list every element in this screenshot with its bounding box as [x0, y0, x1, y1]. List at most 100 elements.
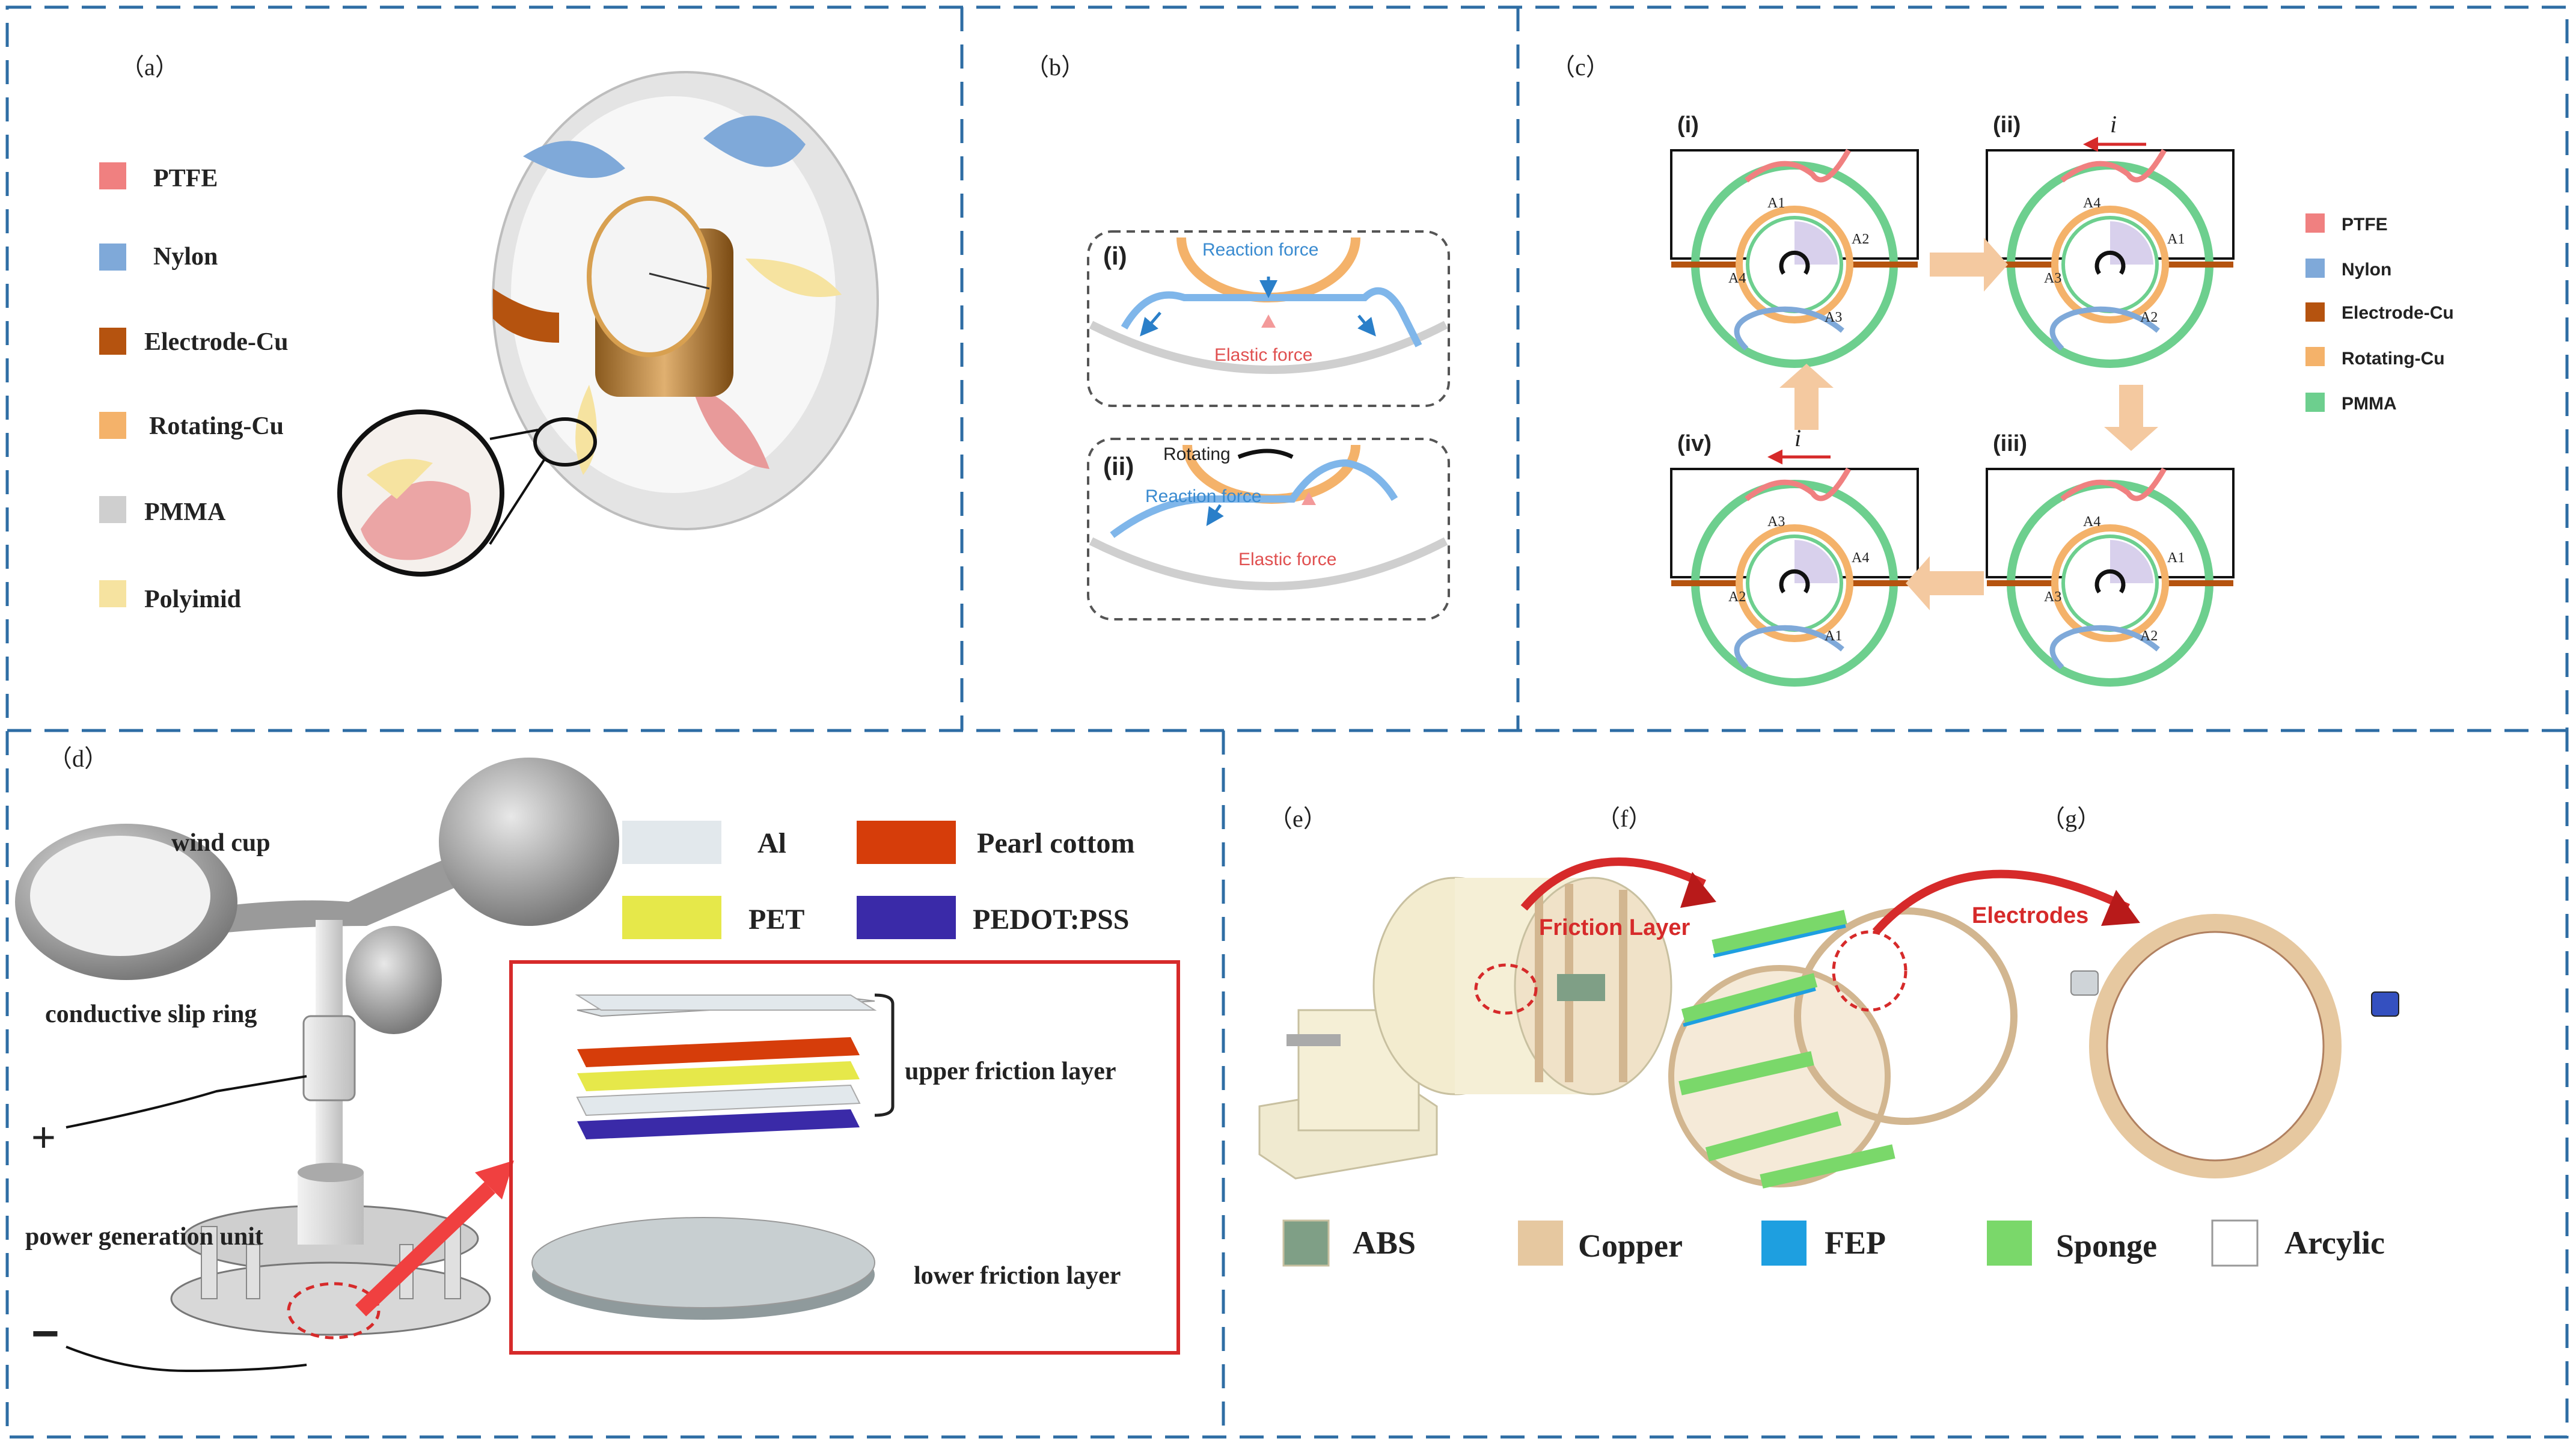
rotation-arrow-icon [1779, 569, 1810, 594]
panel-b-box-ii [1087, 438, 1450, 620]
efg-legend-swatch-fep [1761, 1221, 1807, 1266]
rotor-sector [1794, 540, 1838, 583]
legend-swatch-polyimid [99, 580, 126, 607]
reaction-force-label-ii: Reaction force [1145, 486, 1261, 506]
rotation-arrow-icon [1779, 250, 1810, 275]
legend-swatch-pmma [99, 496, 126, 523]
efg-legend-label-sponge: Sponge [2056, 1228, 2157, 1264]
friction-layer-cylinder-illustration [1668, 907, 2018, 1189]
arrow-f-to-g [1872, 869, 2131, 935]
panel-a-label: （a） [120, 54, 179, 81]
area-label: A4 [1728, 271, 1746, 286]
elastic-force-label-ii: Elastic force [1238, 550, 1336, 569]
arrow-iv-to-i [1779, 364, 1834, 430]
d-legend-label-pedot: PEDOT:PSS [973, 904, 1129, 936]
c-legend-label-nylon: Nylon [2342, 260, 2391, 280]
arrow-ii-to-iii [2104, 385, 2158, 451]
ptfe-blade [2060, 467, 2167, 501]
c-legend-swatch-ptfe [2305, 213, 2325, 233]
rotating-cu-ring [2051, 206, 2169, 323]
d-legend-swatch-pearl [857, 821, 956, 864]
legend-label-pmma: PMMA [144, 498, 226, 526]
area-label: A1 [2167, 550, 2185, 566]
panel-c-label: （c） [1551, 54, 1610, 81]
efg-legend-swatch-arcylic [2211, 1219, 2259, 1267]
panel-c-legend: PTFE Nylon Electrode-Cu Rotating-Cu PMMA [2305, 213, 2454, 414]
legend-swatch-nylon [99, 244, 126, 271]
legend-swatch-rotating-cu [99, 412, 126, 439]
state-ii-tag: (ii) [1103, 452, 1134, 480]
area-label: A2 [2140, 310, 2158, 325]
d-legend-label-pearl: Pearl cottom [977, 827, 1135, 859]
panel-b-box-i [1087, 230, 1450, 407]
panel-e-label: （e） [1268, 805, 1327, 832]
c-legend-label-pmma: PMMA [2342, 394, 2397, 414]
state-i-tag: (i) [1103, 242, 1127, 270]
anemometer-illustration [15, 758, 619, 1373]
area-label: A1 [2167, 231, 2185, 247]
rotor-sector [2110, 221, 2153, 265]
legend-label-ptfe: PTFE [153, 165, 218, 192]
layer-stack-frame[interactable] [509, 960, 1180, 1355]
area-label: A3 [1825, 310, 1842, 325]
area-label: A3 [2044, 271, 2061, 286]
panel-b: （b） Reaction force Elastic force (i) Rot… [1025, 54, 1450, 620]
panel-a: （a） PTFE Nylon Electrode-Cu Rotating-Cu … [99, 54, 879, 613]
panel-efg-legend: ABS Copper FEP Sponge Arcylic [1282, 1219, 2385, 1267]
slip-ring-label: conductive slip ring [45, 1000, 257, 1028]
nylon-blade [2049, 306, 2160, 351]
d-legend-swatch-pet [622, 896, 721, 939]
d-legend-swatch-al [622, 821, 721, 864]
upper-friction-layer-stack [575, 993, 895, 1139]
rotor-sector [1794, 221, 1838, 265]
ptfe-blade [1745, 149, 1851, 183]
d-legend-swatch-pedot [857, 896, 956, 939]
area-label: A4 [2083, 514, 2100, 530]
legend-label-nylon: Nylon [153, 243, 218, 271]
friction-layer-label: Friction Layer [1539, 915, 1690, 940]
wind-cup-label: wind cup [171, 829, 271, 857]
area-label: A2 [1728, 589, 1746, 605]
area-label: A4 [1852, 550, 1869, 566]
upper-friction-layer-label: upper friction layer [905, 1058, 1116, 1085]
efg-legend-swatch-copper [1518, 1221, 1563, 1266]
arrow-e-to-f [1520, 857, 1706, 911]
c-legend-swatch-nylon [2305, 259, 2325, 278]
current-label-ii: i [2110, 111, 2117, 138]
c-legend-swatch-electrode-cu [2305, 302, 2325, 322]
c-legend-swatch-pmma [2305, 393, 2325, 412]
panel-d: （d） wind cup conductive slip ring [15, 745, 1180, 1373]
legend-label-rotating-cu: Rotating-Cu [149, 412, 284, 440]
area-label: A4 [2083, 195, 2100, 211]
rotation-arrow-icon [2094, 569, 2126, 594]
panel-g-label: （g） [2041, 805, 2101, 832]
legend-swatch-electrode-cu [99, 328, 126, 355]
current-label-iv: i [1794, 424, 1801, 452]
rotor-sector [2110, 540, 2153, 583]
arrow-iii-to-iv [1906, 556, 1984, 610]
elastic-force-label-i: Elastic force [1214, 345, 1312, 365]
area-label: A3 [2044, 589, 2061, 605]
d-legend-label-al: Al [757, 827, 786, 859]
nylon-blade [1734, 306, 1844, 351]
panel-borders [5, 5, 2569, 1439]
nylon-blade [1734, 625, 1844, 670]
panel-d-legend: Al Pearl cottom PET PEDOT:PSS [622, 821, 1135, 939]
power-unit-label: power generation unit [25, 1223, 263, 1251]
efg-legend-label-copper: Copper [1578, 1228, 1683, 1264]
panel-d-label: （d） [48, 745, 108, 772]
panel-efg: （e） （f） （g） [1258, 805, 2399, 1267]
efg-legend-label-arcylic: Arcylic [2284, 1225, 2385, 1261]
abs-housing-illustration [1258, 877, 1672, 1180]
area-label: A2 [2140, 628, 2158, 644]
efg-legend-label-fep: FEP [1825, 1225, 1886, 1261]
rotating-cu-ring [1736, 206, 1853, 323]
rotating-label: Rotating [1163, 444, 1231, 464]
d-legend-label-pet: PET [748, 904, 804, 936]
panel-b-label: （b） [1025, 54, 1085, 81]
panel-f-label: （f） [1596, 805, 1652, 832]
